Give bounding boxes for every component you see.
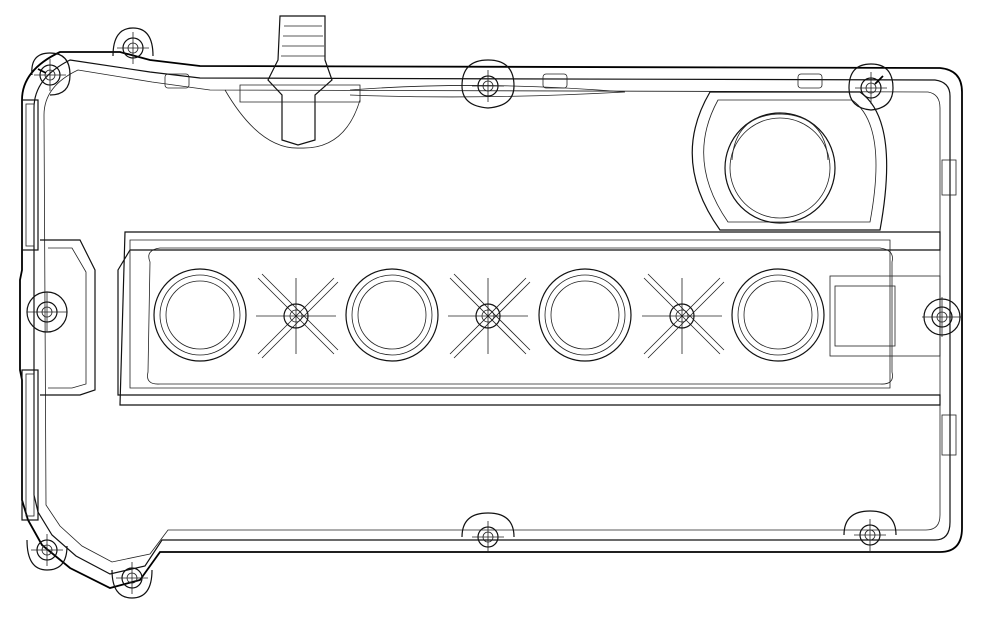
star-rib-2 [448, 273, 531, 359]
cam-carrier-frame [117, 231, 941, 406]
star-rib-3 [642, 273, 725, 359]
bolt-hole-right-mid [922, 297, 962, 337]
right-edge-tabs [941, 159, 957, 456]
star-rib-bosses [256, 273, 725, 359]
hose-fitting [224, 15, 626, 149]
bolt-hole-bottom-left-1 [26, 534, 68, 571]
bolt-hole-bottom-left-2 [111, 562, 153, 599]
plug-bore-2 [345, 268, 439, 362]
top-lugs [164, 73, 823, 89]
plug-bore-1 [153, 268, 247, 362]
bolt-hole-left-mid [26, 291, 68, 333]
star-rib-1 [256, 273, 339, 359]
plug-bore-4 [731, 268, 825, 362]
spark-plug-bores [153, 268, 825, 362]
oil-filler-boss [691, 91, 888, 231]
bolt-holes [26, 27, 962, 599]
plug-bore-3 [538, 268, 632, 362]
bolt-hole-bottom-mid [461, 512, 515, 553]
bolt-hole-top-right [848, 63, 894, 111]
left-edge-flanges [21, 99, 96, 521]
bolt-hole-top-left-1 [112, 27, 154, 64]
bolt-hole-top-mid [461, 59, 515, 109]
bolt-hole-bottom-right [843, 510, 897, 551]
bolt-hole-top-left-2 [31, 52, 71, 96]
outer-cover-outline [19, 51, 963, 589]
